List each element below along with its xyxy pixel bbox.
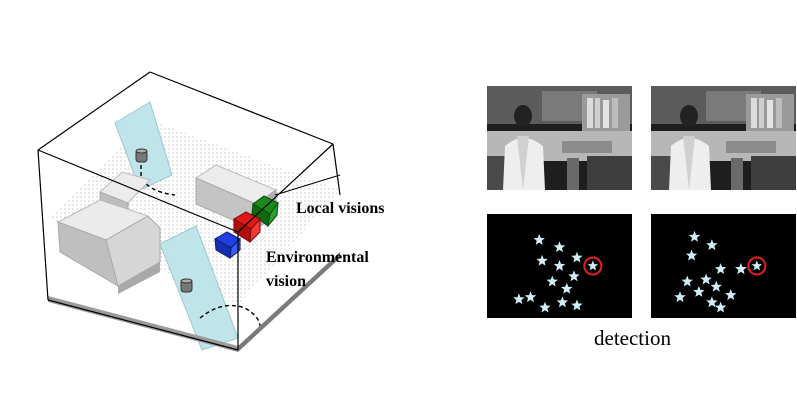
star-marker (714, 301, 727, 313)
detected-target-star (587, 260, 599, 271)
view-arc-front (199, 304, 261, 331)
detection-caption: detection (594, 326, 671, 350)
star-marker (571, 299, 583, 311)
star-marker (714, 263, 727, 274)
star-marker (693, 286, 705, 297)
star-marker (546, 275, 558, 287)
camera-image-1 (487, 86, 632, 190)
star-marker (561, 282, 573, 294)
star-marker (710, 280, 722, 292)
pointer-line (274, 174, 341, 196)
environmental-vision-label-line2: vision (266, 273, 307, 290)
star-marker (706, 239, 718, 251)
star-marker (524, 291, 537, 303)
detection-panel-2 (651, 214, 796, 318)
star-marker (553, 260, 566, 271)
local-visions-label: Local visions (296, 200, 385, 217)
star-marker (688, 230, 701, 242)
star-marker (681, 275, 693, 287)
ceiling-camera-front (180, 278, 193, 293)
glass-partition-back (114, 101, 173, 191)
detected-target-circle (747, 256, 767, 276)
star-marker (553, 241, 566, 253)
star-marker (539, 301, 551, 313)
star-marker (700, 273, 712, 285)
star-marker (735, 263, 747, 274)
star-marker (685, 249, 698, 261)
floor-edge-right (238, 252, 340, 352)
star-marker (725, 289, 737, 300)
star-marker (556, 296, 569, 308)
view-arc-back (140, 165, 176, 196)
environmental-vision-label-line1: Environmental (266, 249, 369, 266)
room-wireframe (37, 71, 341, 351)
star-marker (674, 291, 686, 303)
camera-image-2 (651, 86, 796, 190)
star-marker (706, 296, 718, 308)
star-marker (533, 234, 545, 245)
ceiling-camera-back (135, 148, 148, 163)
star-marker (536, 254, 548, 266)
camera-blue (213, 231, 241, 260)
detected-target-circle (583, 256, 603, 276)
desk-left (56, 171, 161, 294)
star-marker (568, 270, 580, 282)
detected-target-star (751, 260, 763, 271)
detection-panel-1 (487, 214, 632, 318)
floor (48, 120, 340, 305)
star-marker (571, 251, 583, 263)
star-marker (513, 293, 525, 305)
